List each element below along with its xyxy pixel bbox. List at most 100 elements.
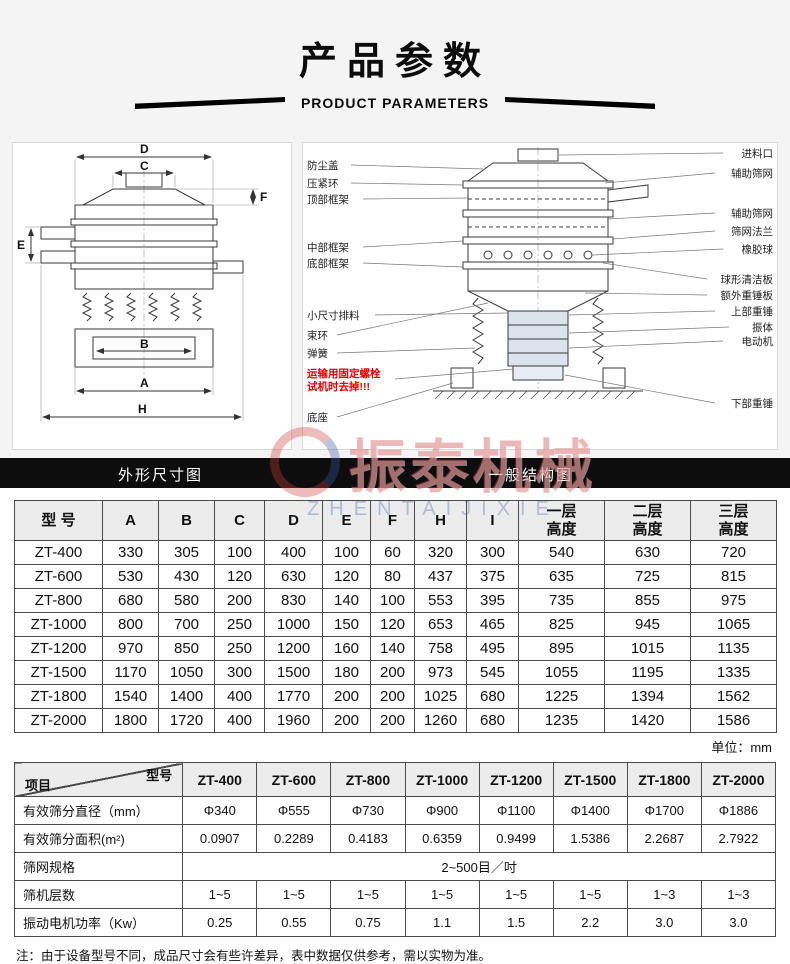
spec-model-header: ZT-1800 (626, 762, 702, 797)
footnote: 注：由于设备型号不同，成品尺寸会有些许差异，表中数据仅供参考，需以实物为准。 (16, 949, 492, 963)
dim-value-cell: 250 (214, 612, 265, 637)
dim-value-cell: 400 (214, 708, 265, 733)
dim-value-cell: 320 (414, 540, 467, 565)
part-label: 顶部框架 (307, 193, 349, 206)
dim-label: H (138, 402, 147, 416)
spec-value-cell: Φ900 (404, 796, 480, 825)
spec-value-cell: Φ730 (330, 796, 406, 825)
dim-column-header: D (264, 500, 323, 541)
model-cell: ZT-1200 (14, 636, 103, 661)
spec-value-cell: 2.2687 (626, 824, 702, 853)
spec-value-cell: 1~5 (256, 880, 332, 909)
dim-value-cell: 180 (322, 660, 371, 685)
dim-value-cell: 1394 (604, 684, 691, 709)
dim-value-cell: 120 (214, 564, 265, 589)
dim-value-cell: 800 (102, 612, 159, 637)
dim-value-cell: 395 (466, 588, 519, 613)
dim-value-cell: 200 (322, 684, 371, 709)
spec-value-cell: 1.1 (404, 908, 480, 937)
part-label: 防尘盖 (307, 159, 339, 172)
dim-value-cell: 200 (214, 588, 265, 613)
spec-value-cell: 2.2 (552, 908, 628, 937)
dim-value-cell: 1720 (158, 708, 215, 733)
spec-value-cell: 0.6359 (404, 824, 480, 853)
dim-column-header: 三层 高度 (690, 500, 777, 541)
outline-dimension-diagram: D C F E B A H (12, 142, 292, 450)
dim-value-cell: 200 (370, 660, 415, 685)
dim-value-cell: 1025 (414, 684, 467, 709)
dim-label: D (140, 143, 149, 156)
dim-value-cell: 1015 (604, 636, 691, 661)
decorative-line-right-icon (505, 97, 655, 109)
dim-value-cell: 200 (370, 684, 415, 709)
dim-value-cell: 140 (370, 636, 415, 661)
dim-value-cell: 1200 (264, 636, 323, 661)
spec-value-cell: Φ1100 (478, 796, 554, 825)
part-label: 额外重锤板 (721, 289, 774, 302)
spec-value-cell: 1~5 (330, 880, 406, 909)
model-cell: ZT-600 (14, 564, 103, 589)
dim-value-cell: 680 (466, 708, 519, 733)
dim-value-cell: 973 (414, 660, 467, 685)
spec-model-header: ZT-1500 (552, 762, 628, 797)
dim-column-header: C (214, 500, 265, 541)
dim-value-cell: 495 (466, 636, 519, 661)
dim-value-cell: 825 (518, 612, 605, 637)
model-cell: ZT-1500 (14, 660, 103, 685)
dim-column-header: B (158, 500, 215, 541)
part-label: 辅助筛网 (731, 167, 773, 180)
part-label: 进料口 (742, 147, 774, 160)
dim-value-cell: 855 (604, 588, 691, 613)
dim-value-cell: 545 (466, 660, 519, 685)
part-label: 球形清洁板 (721, 273, 774, 286)
dim-label: E (17, 238, 25, 252)
dim-value-cell: 250 (214, 636, 265, 661)
dim-value-cell: 1770 (264, 684, 323, 709)
spec-value-cell: 0.55 (256, 908, 332, 937)
dim-value-cell: 120 (322, 564, 371, 589)
machine-outline (40, 169, 244, 381)
dim-label: F (260, 190, 267, 204)
corner-model-label: 型号 (146, 768, 173, 783)
dim-value-cell: 1420 (604, 708, 691, 733)
dim-value-cell: 80 (370, 564, 415, 589)
dim-value-cell: 1235 (518, 708, 605, 733)
transport-bolt-warning: 运输用固定螺栓 (307, 367, 381, 380)
dim-value-cell: 630 (264, 564, 323, 589)
spec-row-label: 有效筛分面积(m²) (13, 824, 184, 853)
spec-value-cell: 1.5 (478, 908, 554, 937)
dim-column-header: 一层 高度 (518, 500, 605, 541)
part-label: 上部重锤 (731, 305, 773, 318)
dim-column-header: 型 号 (14, 500, 103, 541)
spec-value-cell: Φ1700 (626, 796, 702, 825)
spec-value-cell: 0.4183 (330, 824, 406, 853)
dim-value-cell: 850 (158, 636, 215, 661)
dim-value-cell: 1050 (158, 660, 215, 685)
spec-value-cell: 3.0 (626, 908, 702, 937)
structure-diagram: 防尘盖 压紧环 顶部框架 中部框架 底部框架 小尺寸排料 束环 弹簧 运输用固定… (302, 142, 778, 450)
caption-outline-diagram: 外形尺寸图 (118, 467, 204, 484)
dim-value-cell: 945 (604, 612, 691, 637)
spec-value-cell: Φ340 (182, 796, 258, 825)
dim-value-cell: 1586 (690, 708, 777, 733)
dim-value-cell: 830 (264, 588, 323, 613)
model-cell: ZT-2000 (14, 708, 103, 733)
part-label: 电动机 (742, 335, 774, 348)
dim-column-header: I (466, 500, 519, 541)
part-label: 底座 (307, 411, 328, 424)
dim-value-cell: 1540 (102, 684, 159, 709)
dim-value-cell: 375 (466, 564, 519, 589)
dim-value-cell: 300 (466, 540, 519, 565)
dim-value-cell: 1135 (690, 636, 777, 661)
spec-model-header: ZT-400 (182, 762, 258, 797)
decorative-line-left-icon (135, 97, 285, 109)
